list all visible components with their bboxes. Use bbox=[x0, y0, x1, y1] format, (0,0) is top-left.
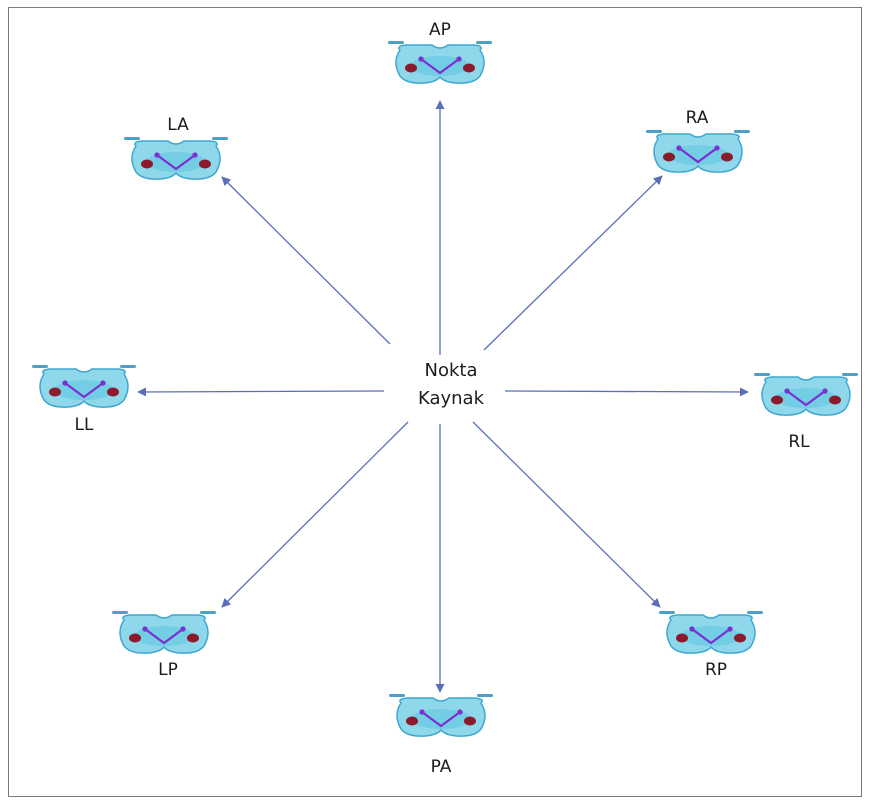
vessel-v bbox=[420, 710, 462, 728]
organ-left bbox=[676, 633, 688, 643]
marker-left bbox=[124, 137, 140, 140]
marker-left bbox=[389, 694, 405, 697]
marker-left bbox=[112, 611, 128, 614]
organ-left bbox=[141, 159, 153, 169]
vessel-node-right bbox=[192, 152, 198, 158]
marker-left bbox=[646, 130, 662, 133]
marker-left bbox=[32, 365, 48, 368]
organ-left bbox=[406, 716, 418, 726]
vessel-v bbox=[690, 627, 732, 645]
pelvis-icon-ap bbox=[388, 41, 492, 84]
pelvis-icon-rl bbox=[754, 373, 858, 416]
point-source-line1: Nokta bbox=[424, 360, 478, 381]
vessel-node-right bbox=[727, 626, 733, 632]
organ-left bbox=[771, 395, 783, 405]
beam-arrow-rp bbox=[472, 421, 661, 608]
point-source-label: Nokta Kaynak bbox=[418, 357, 484, 413]
beam-label-rl: RL bbox=[788, 432, 810, 452]
vessel-node-left bbox=[689, 626, 695, 632]
organ-right bbox=[464, 716, 476, 726]
vessel-v bbox=[677, 146, 719, 164]
organ-right bbox=[199, 159, 211, 169]
pelvis-icon-rp bbox=[659, 611, 763, 654]
vessel-node-right bbox=[180, 626, 186, 632]
marker-left bbox=[659, 611, 675, 614]
vessel-node-left bbox=[62, 380, 68, 386]
vessel-v bbox=[785, 389, 827, 407]
vessel-v bbox=[419, 57, 461, 75]
vessel-node-left bbox=[142, 626, 148, 632]
vessel-node-left bbox=[784, 388, 790, 394]
vessel-node-left bbox=[418, 56, 424, 62]
organ-right bbox=[187, 633, 199, 643]
organ-left bbox=[49, 387, 61, 397]
point-source-line2: Kaynak bbox=[417, 388, 485, 409]
vessel-node-right bbox=[714, 145, 720, 151]
pelvis-icon-pa bbox=[389, 694, 493, 737]
beam-arrow-ra bbox=[483, 175, 663, 351]
organ-right bbox=[721, 152, 733, 162]
pelvis-icon-lp bbox=[112, 611, 216, 654]
marker-right bbox=[212, 137, 228, 140]
beam-arrow-lp bbox=[221, 421, 409, 608]
vessel-node-right bbox=[456, 56, 462, 62]
organ-right bbox=[734, 633, 746, 643]
organ-right bbox=[107, 387, 119, 397]
beam-arrow-rl bbox=[504, 387, 749, 397]
marker-right bbox=[476, 41, 492, 44]
marker-left bbox=[388, 41, 404, 44]
beam-label-ra: RA bbox=[685, 108, 709, 128]
beam-label-rp: RP bbox=[704, 660, 728, 680]
vessel-node-left bbox=[676, 145, 682, 151]
vessel-node-right bbox=[457, 709, 463, 715]
beam-label-ll: LL bbox=[74, 415, 94, 435]
pelvis-icon-ra bbox=[646, 130, 750, 173]
marker-right bbox=[120, 365, 136, 368]
pelvis-icon-ll bbox=[32, 365, 136, 408]
marker-right bbox=[200, 611, 216, 614]
beam-label-ap: AP bbox=[429, 20, 451, 40]
vessel-node-right bbox=[100, 380, 106, 386]
marker-left bbox=[754, 373, 770, 376]
marker-right bbox=[842, 373, 858, 376]
organ-right bbox=[463, 63, 475, 73]
marker-right bbox=[734, 130, 750, 133]
vessel-node-left bbox=[419, 709, 425, 715]
marker-right bbox=[747, 611, 763, 614]
marker-right bbox=[477, 694, 493, 697]
organ-left bbox=[405, 63, 417, 73]
vessel-v bbox=[143, 627, 185, 645]
beam-arrow-la bbox=[221, 176, 391, 345]
vessel-node-left bbox=[154, 152, 160, 158]
pelvis-icon-la bbox=[124, 137, 228, 180]
diagram-frame bbox=[8, 7, 862, 797]
beam-arrow-ll bbox=[137, 387, 385, 397]
vessel-v bbox=[63, 381, 105, 399]
organ-left bbox=[129, 633, 141, 643]
vessel-v bbox=[155, 153, 197, 171]
beam-label-pa: PA bbox=[430, 757, 452, 777]
beam-label-la: LA bbox=[167, 115, 189, 135]
vessel-node-right bbox=[822, 388, 828, 394]
organ-left bbox=[663, 152, 675, 162]
organ-right bbox=[829, 395, 841, 405]
beam-label-lp: LP bbox=[158, 660, 178, 680]
